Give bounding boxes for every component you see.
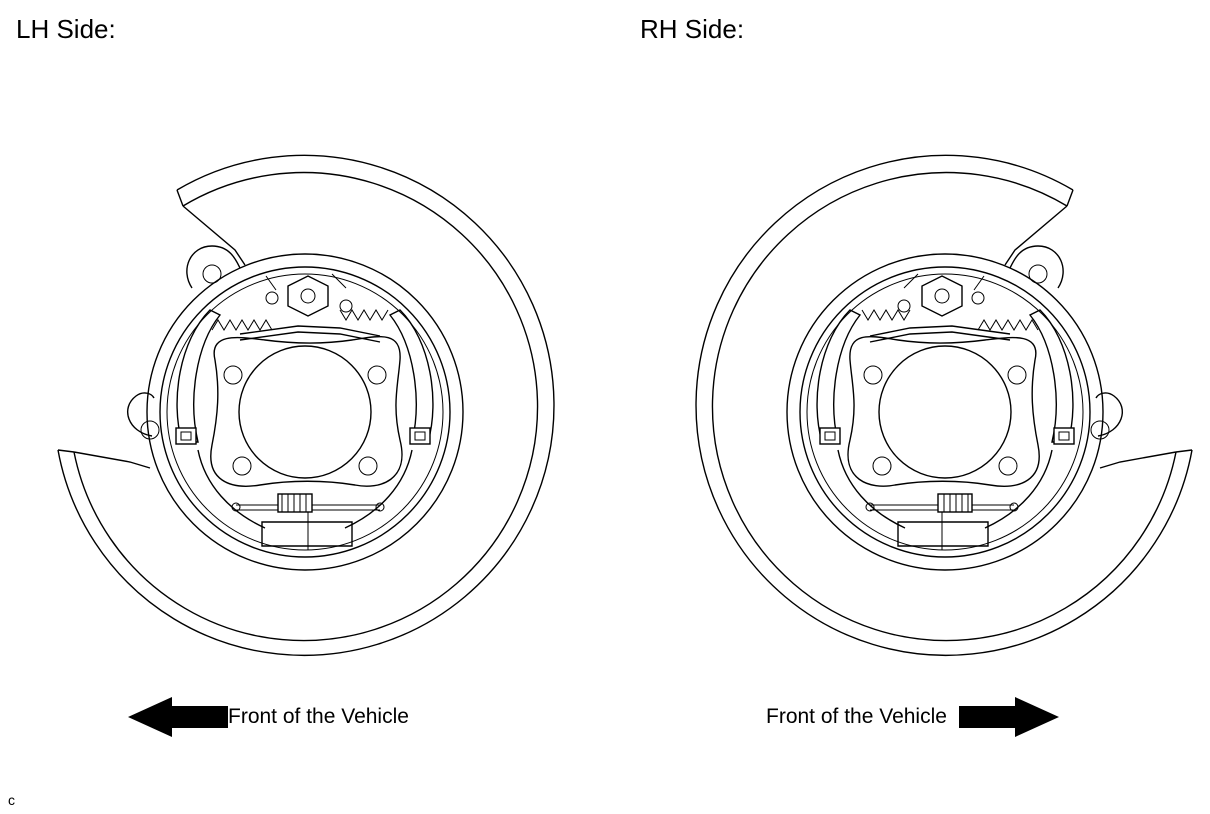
rh-side-title: RH Side: (640, 14, 745, 44)
rh-anchor-and-springs (861, 273, 1039, 343)
rh-brake-shoes (816, 309, 1075, 529)
lh-anchor-and-springs (211, 273, 389, 343)
rh-mounting-ears (1009, 245, 1123, 440)
lh-backing-plate (146, 253, 464, 571)
lh-brake-drawing (57, 154, 555, 657)
rh-brake-assembly (640, 150, 1210, 690)
lh-dust-shield (57, 154, 555, 657)
lh-direction-indicator: Front of the Vehicle (128, 697, 409, 737)
rh-dust-shield (695, 154, 1193, 657)
rh-direction-indicator: Front of the Vehicle (766, 697, 1059, 737)
lh-direction-label: Front of the Vehicle (228, 705, 409, 728)
arrow-left-icon (128, 697, 228, 737)
rh-direction-label: Front of the Vehicle (766, 705, 947, 728)
rh-hub-flange (847, 335, 1040, 487)
lh-adjuster (231, 493, 385, 550)
rh-brake-drawing (695, 154, 1193, 657)
lh-brake-shoes (175, 309, 434, 529)
rh-backing-plate (786, 253, 1104, 571)
lh-brake-assembly (40, 150, 610, 690)
lh-hub-flange (210, 335, 403, 487)
figure-code: c (8, 792, 15, 808)
lh-mounting-ears (127, 245, 241, 440)
lh-side-title: LH Side: (16, 14, 116, 44)
rh-adjuster (865, 493, 1019, 550)
arrow-right-icon (958, 697, 1059, 737)
